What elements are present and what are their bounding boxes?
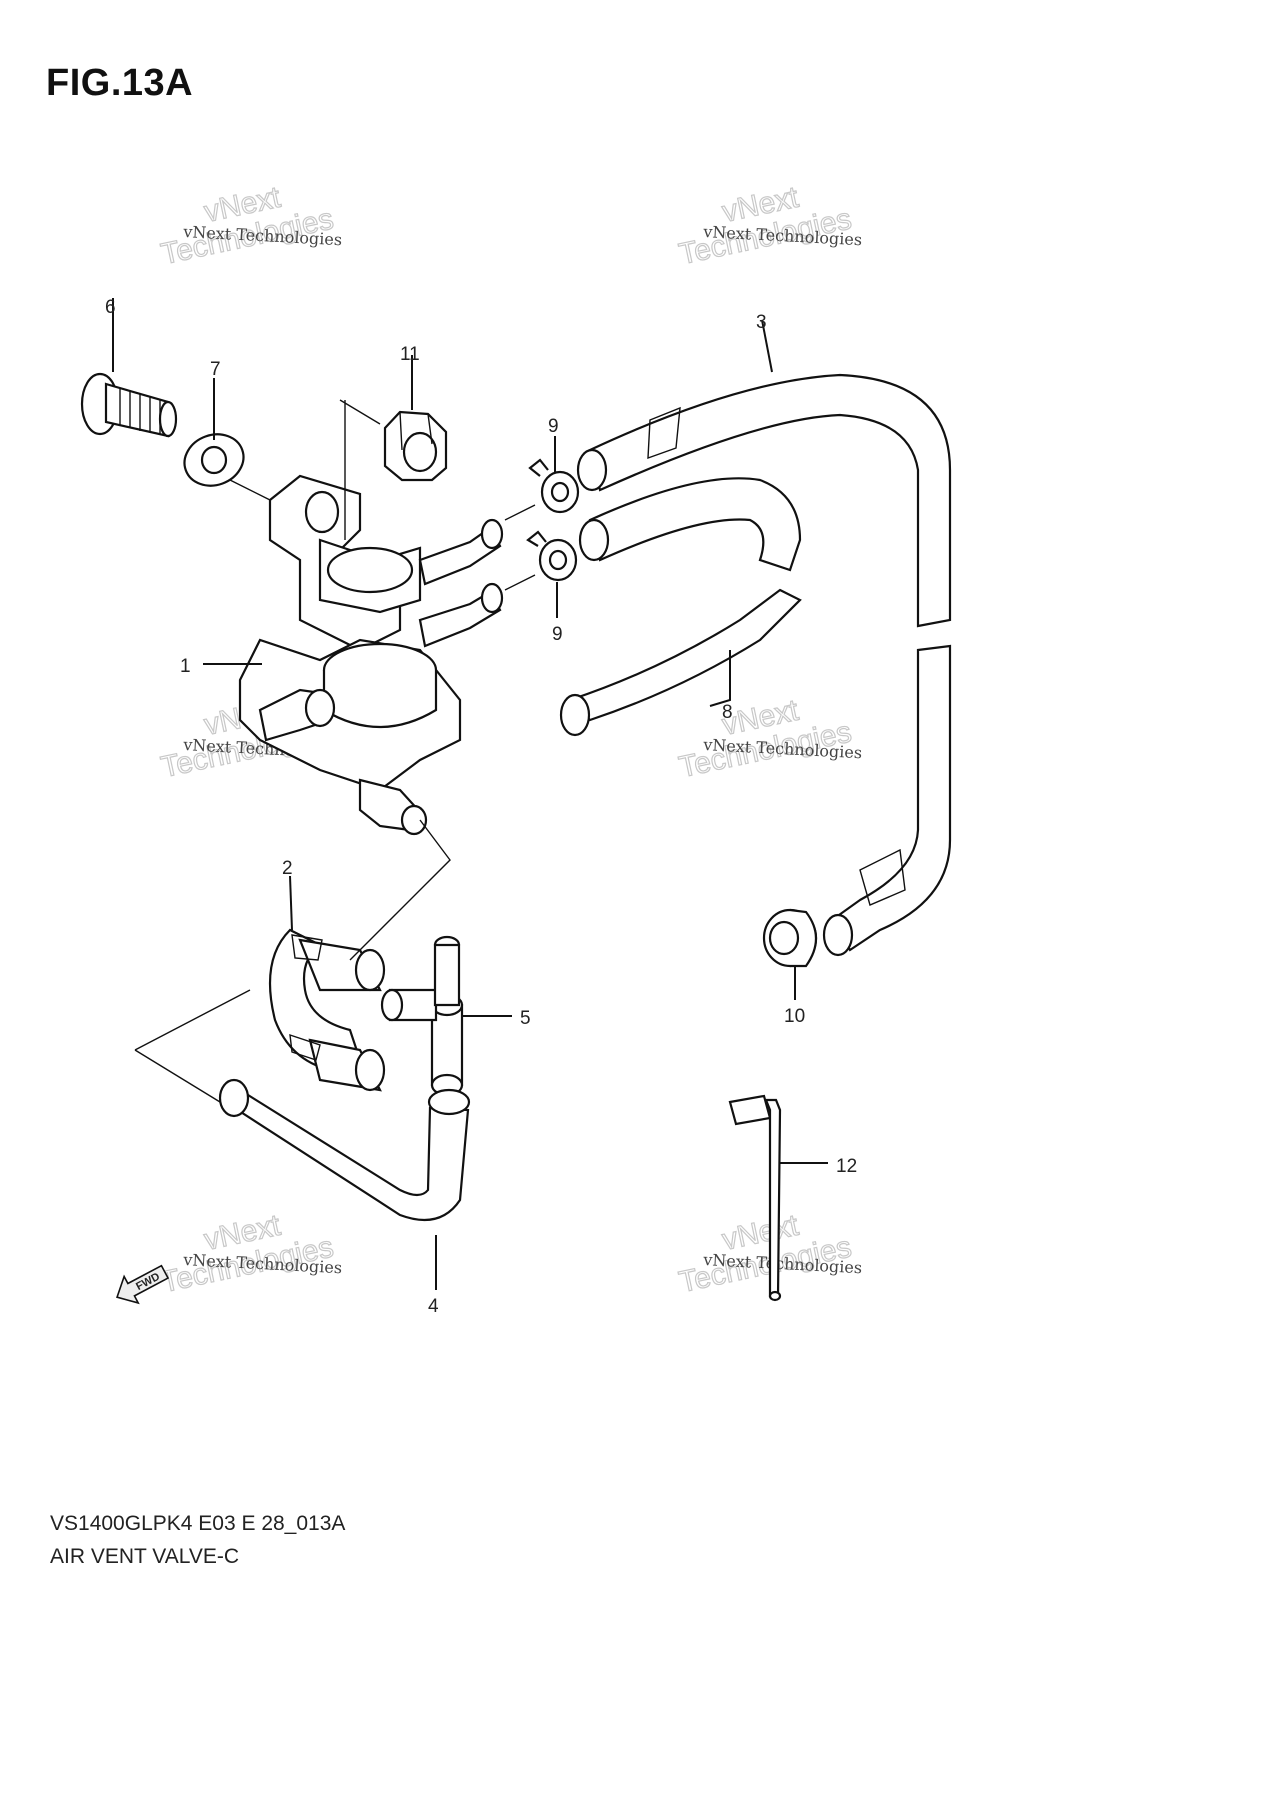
part-8-hose (559, 477, 802, 737)
callout-9-lower: 9 (552, 624, 563, 645)
part-9-clamp-lower (526, 530, 578, 582)
figure-name: AIR VENT VALVE-C (50, 1545, 240, 1568)
watermark-top-right: Technologies vNext vNext Technologies (676, 180, 863, 272)
part-10-grommet (762, 908, 818, 968)
callout-8: 8 (722, 702, 733, 723)
model-code: VS1400GLPK4 E03 E 28_013A (50, 1512, 346, 1535)
callout-1: 1 (180, 656, 191, 677)
callout-7: 7 (210, 359, 221, 380)
figure-title: FIG.13A (46, 62, 194, 104)
part-5-t-joint (380, 935, 464, 1097)
callout-9-upper: 9 (548, 416, 559, 437)
part-12-wire-lead (728, 1094, 782, 1302)
part-2-u-hose (268, 928, 386, 1092)
watermark-bottom-left: Technologies vNext vNext Technologies (158, 1208, 343, 1300)
part-6-bolt (80, 372, 178, 438)
callout-6: 6 (105, 297, 116, 318)
callout-4: 4 (428, 1296, 439, 1317)
part-3-hose (576, 373, 952, 957)
part-9-clamp-upper (528, 458, 580, 514)
callouts: 6 7 11 9 9 3 1 8 2 10 5 12 4 (105, 297, 857, 1317)
part-1-air-vent-valve (238, 474, 504, 836)
callout-11: 11 (400, 344, 420, 365)
callout-2: 2 (282, 858, 293, 879)
callout-3: 3 (756, 312, 767, 333)
fwd-label: FWD (134, 1271, 162, 1293)
callout-10: 10 (784, 1006, 805, 1027)
part-11-nut (383, 410, 448, 482)
callout-5: 5 (520, 1008, 531, 1029)
leader-lines (112, 298, 828, 1290)
callout-12: 12 (836, 1156, 857, 1177)
part-7-washer (183, 433, 245, 487)
watermark-mid-right: Technologies vNext vNext Technologies (676, 693, 863, 785)
part-4-l-hose (218, 1078, 471, 1222)
watermark-top-left: Technologies vNext vNext Technologies (158, 180, 343, 272)
